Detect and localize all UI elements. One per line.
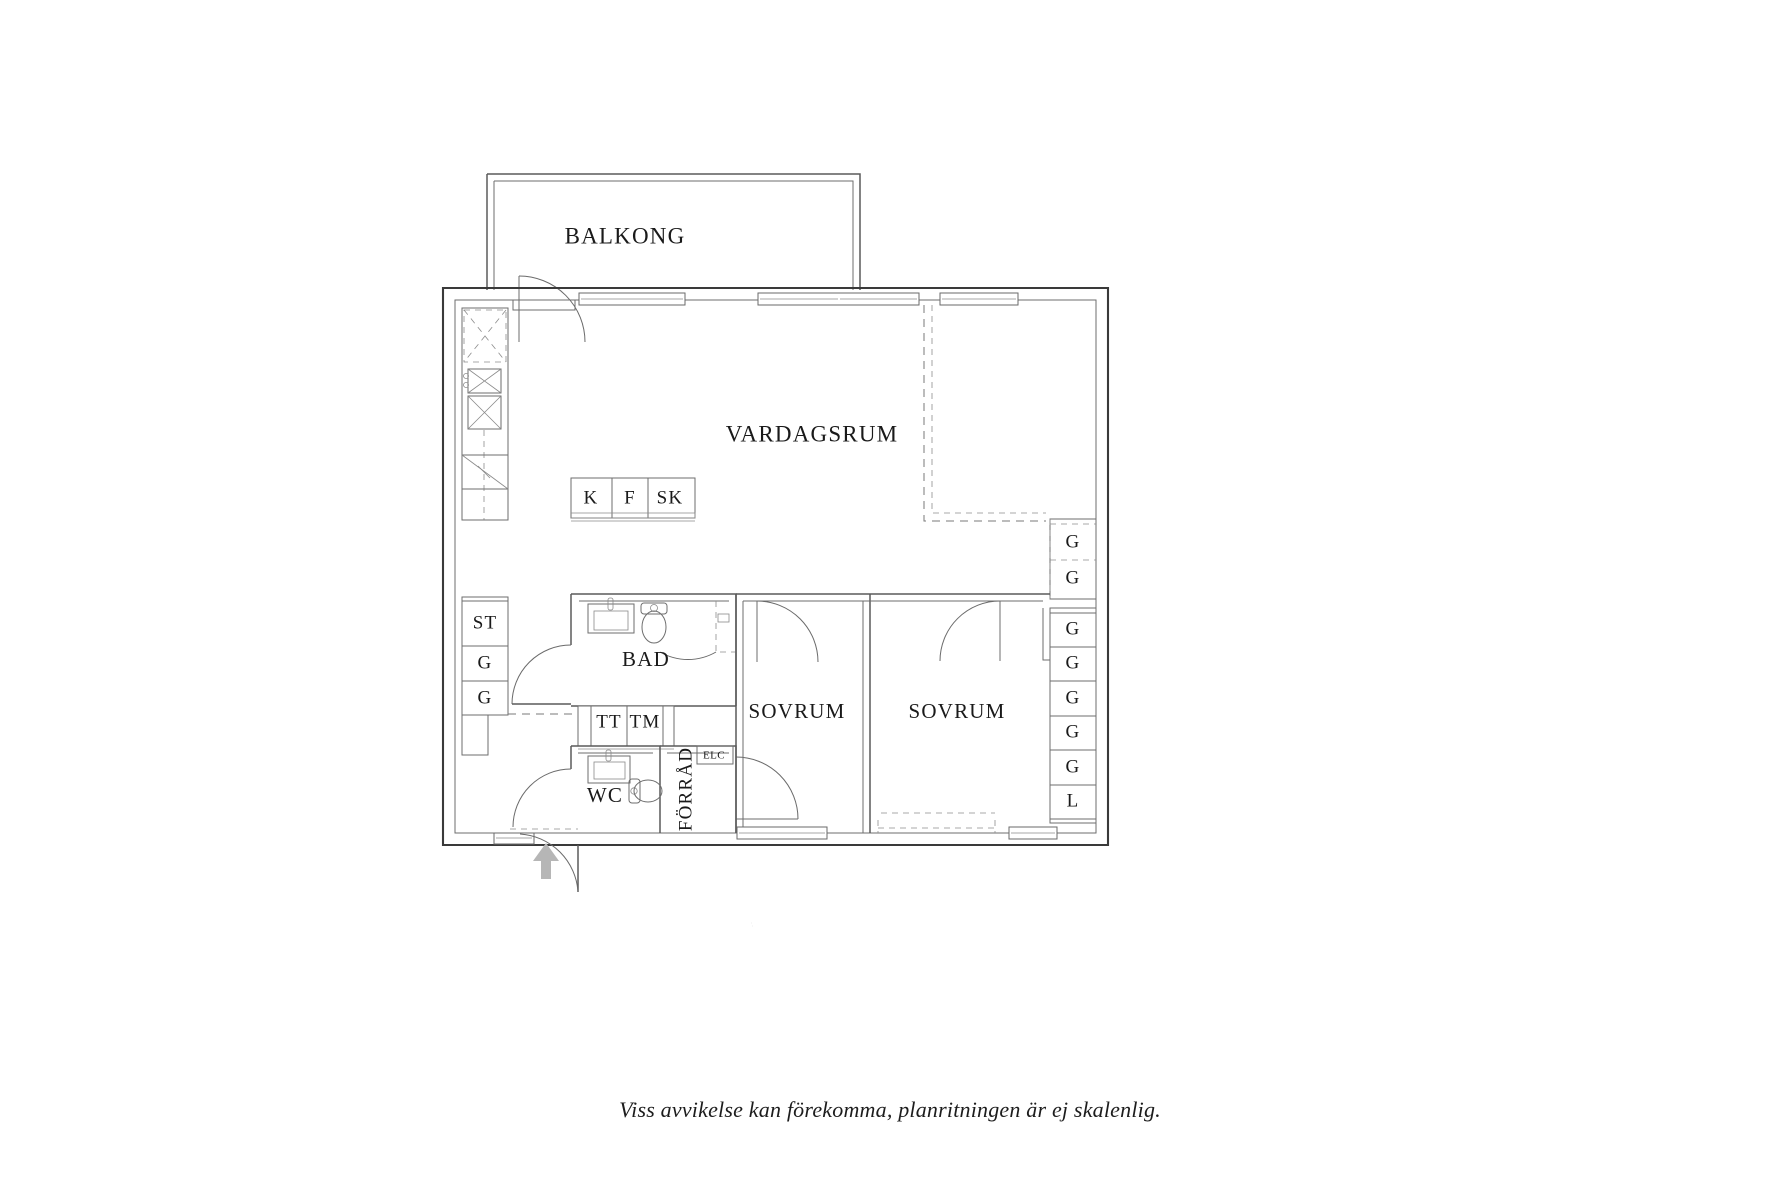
fixture-label-elc: ELC [703, 750, 725, 762]
left-closet-column [461, 596, 509, 756]
wc-sink [587, 749, 631, 784]
closet-label-left-g2: G [478, 687, 493, 708]
closet-label-right-g1: G [1066, 531, 1081, 552]
plan-disclaimer-caption: Viss avvikelse kan förekomma, planritnin… [619, 1097, 1161, 1122]
room-label-forrad: FÖRRÅD [675, 747, 696, 831]
room-label-bad: BAD [622, 647, 670, 671]
closet-label-right-g4: G [1066, 652, 1081, 673]
closet-label-right-g2: G [1066, 567, 1081, 588]
bathroom-sink [587, 597, 635, 634]
closet-label-right-g3: G [1066, 618, 1081, 639]
room-label-wc: WC [587, 783, 623, 807]
closet-label-left-g1: G [478, 652, 493, 673]
room-label-sovrum-1: SOVRUM [748, 699, 845, 723]
kitchen-counter-group [461, 307, 509, 521]
window-living-3 [939, 292, 1019, 306]
entrance-arrow-icon [533, 843, 559, 879]
closet-label-right-g7: G [1066, 756, 1081, 777]
fixture-label-sk: SK [657, 487, 684, 508]
bathroom-toilet [640, 602, 668, 644]
fixture-label-tt: TT [596, 711, 622, 732]
room-label-vardagsrum: VARDAGSRUM [726, 421, 899, 446]
right-upper-closets [1049, 518, 1097, 600]
room-label-sovrum-2: SOVRUM [908, 699, 1005, 723]
window-living-2 [757, 292, 920, 306]
window-bedroom-1 [736, 826, 828, 840]
room-label-balkong: BALKONG [565, 223, 686, 248]
fixture-label-k: K [584, 487, 599, 508]
closet-label-right-g5: G [1066, 687, 1081, 708]
fixture-label-f: F [624, 487, 636, 508]
closet-label-left-st: ST [473, 612, 498, 633]
kitchen-island [570, 477, 696, 522]
window-living-1 [578, 292, 686, 306]
bottom-windows-group [736, 812, 1058, 840]
laundry-group [577, 705, 675, 750]
wc-toilet [628, 778, 663, 804]
bedroom-partitions [735, 593, 1050, 833]
closet-label-right-l: L [1067, 790, 1080, 811]
closet-label-right-g6: G [1066, 721, 1081, 742]
balcony-group [486, 173, 861, 343]
top-windows-group [512, 292, 1019, 311]
apartment-outer-walls [441, 286, 1110, 847]
entry-door-group [493, 828, 579, 893]
living-room-soffit [923, 305, 1046, 522]
window-bedroom-2 [1008, 826, 1058, 840]
fixture-label-tm: TM [630, 711, 661, 732]
right-lower-closets [1042, 607, 1097, 824]
